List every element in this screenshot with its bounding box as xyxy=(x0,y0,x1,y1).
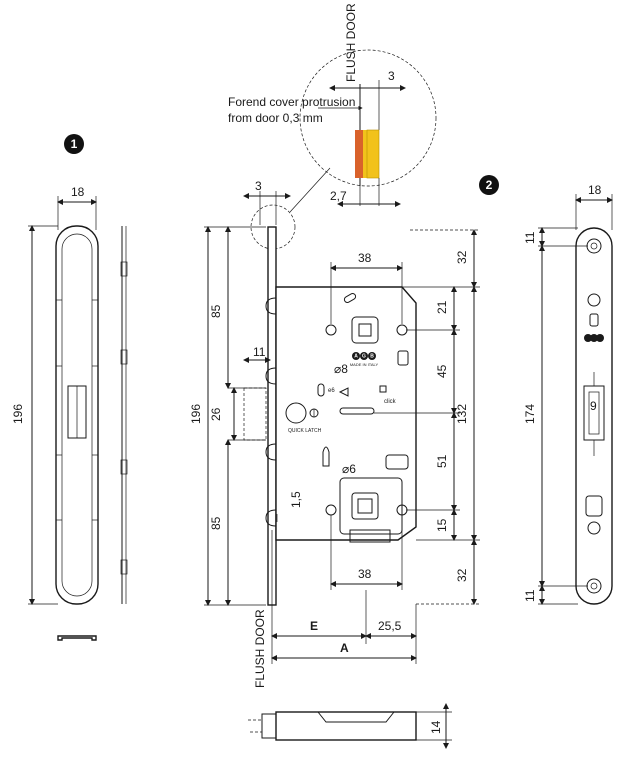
dim-1-5: 1,5 xyxy=(289,491,303,508)
dia-6-label: ⌀6 xyxy=(342,462,356,476)
right-15-dim: 15 xyxy=(435,518,449,532)
faceplate-top-profile xyxy=(57,635,97,641)
dim-11: 11 xyxy=(253,345,266,359)
callout-note-line2: from door 0,3 mm xyxy=(228,111,323,125)
view-1-faceplate: 18 196 xyxy=(11,185,128,641)
right-32-top-dim: 32 xyxy=(455,250,469,264)
bottom-14-dim: 14 xyxy=(429,720,443,734)
view-2-badge: 2 xyxy=(479,175,499,195)
view1-width-dim: 18 xyxy=(71,185,85,199)
view-2-forend-plate: 18 11 174 11 9 xyxy=(523,183,613,605)
view-1-badge: 1 xyxy=(64,134,84,154)
svg-text:B: B xyxy=(370,354,374,360)
right-51-dim: 51 xyxy=(435,454,449,468)
latch-slot xyxy=(339,407,375,415)
brand-subtitle: MADE IN ITALY xyxy=(350,362,379,367)
screw-hole-top-left xyxy=(325,324,337,336)
view2-width-dim: 18 xyxy=(588,183,602,197)
forend-yellow-strip xyxy=(366,129,380,179)
right-132-dim: 132 xyxy=(455,404,469,424)
lower-cylinder-housing xyxy=(339,477,403,535)
flush-door-label: FLUSH DOOR xyxy=(253,609,267,688)
brand-logo: A G B MADE IN ITALY xyxy=(350,352,379,367)
dim-E: E xyxy=(310,619,318,633)
bottom-38-dim: 38 xyxy=(358,567,372,581)
callout-dim-2-7: 2,7 xyxy=(330,189,347,203)
right-21-dim: 21 xyxy=(435,300,449,314)
quick-latch-label: QUICK LATCH xyxy=(288,428,322,434)
main-lock-body-view: 3 A G B MADE IN ITALY ⌀8 QUICK L xyxy=(189,179,480,688)
view2-11-top-dim: 11 xyxy=(523,231,537,244)
e6-label: e6 xyxy=(328,388,335,394)
callout-source-circle xyxy=(250,204,296,250)
view-2-badge-number: 2 xyxy=(486,178,493,192)
dim-25-5: 25,5 xyxy=(378,619,402,633)
click-label: click xyxy=(384,399,397,405)
bottom-profile-view: 14 xyxy=(248,703,452,749)
upper-spindle-follower xyxy=(351,316,379,344)
overall-196-dim: 196 xyxy=(189,404,203,424)
latch-26-dim: 26 xyxy=(209,407,223,421)
protrusion-detail-callout: FLUSH DOOR 3 Forend cover protrusion fro… xyxy=(228,3,437,250)
forend-brand-logo xyxy=(584,334,604,342)
top-38-dim: 38 xyxy=(358,251,372,265)
lower-85-dim: 85 xyxy=(209,516,223,530)
forend-orange-strip xyxy=(355,130,363,178)
callout-note-line1: Forend cover protrusion xyxy=(228,95,355,109)
forend-plate-outline xyxy=(575,227,613,605)
view2-11-bottom-dim: 11 xyxy=(523,589,537,602)
upper-85-dim: 85 xyxy=(209,304,223,318)
svg-text:G: G xyxy=(362,354,366,360)
svg-text:A: A xyxy=(354,354,358,360)
right-32-bottom-dim: 32 xyxy=(455,568,469,582)
callout-flush-door-label: FLUSH DOOR xyxy=(344,3,358,82)
latch-outline-dashed xyxy=(243,387,267,441)
lock-case-profile xyxy=(275,711,417,741)
callout-leader-line xyxy=(289,167,331,213)
dim-A: A xyxy=(340,641,349,655)
forend-width-dim: 3 xyxy=(255,179,262,193)
callout-dim-3: 3 xyxy=(388,69,395,83)
quick-latch-bolt xyxy=(285,402,307,424)
right-45-dim: 45 xyxy=(435,364,449,378)
view1-height-dim: 196 xyxy=(11,404,25,424)
dia-8-label: ⌀8 xyxy=(334,362,348,376)
view2-174-dim: 174 xyxy=(523,404,537,424)
view-1-badge-number: 1 xyxy=(71,137,78,151)
view2-9-dim: 9 xyxy=(590,399,597,413)
